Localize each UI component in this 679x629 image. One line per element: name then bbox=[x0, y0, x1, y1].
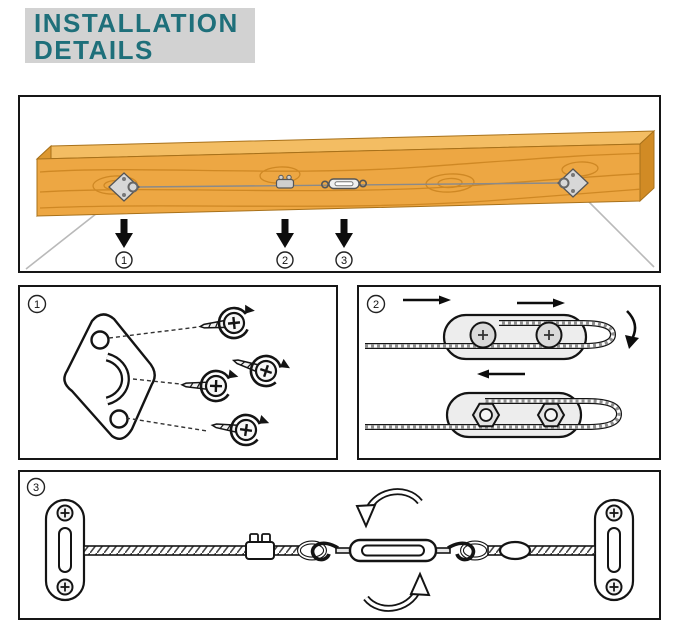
step-3-callout: 3 bbox=[341, 255, 347, 267]
duplex-clip-clamped bbox=[365, 391, 623, 439]
hex-nuts bbox=[471, 402, 566, 428]
clip-bolts-top-view bbox=[469, 321, 563, 349]
wooden-beam bbox=[35, 129, 656, 218]
right-arrow-icon bbox=[517, 298, 565, 308]
pad-eye-plate bbox=[63, 313, 156, 440]
assembly-turnbuckle bbox=[335, 538, 451, 563]
screw-with-rotation-arrow bbox=[197, 302, 259, 341]
title-line-1: INSTALLATION bbox=[34, 8, 239, 38]
overview-panel: 1 2 3 bbox=[18, 95, 661, 273]
step1-illustration: 1 bbox=[27, 294, 294, 450]
step2-panel: 2 bbox=[357, 285, 661, 460]
step-1-callout: 1 bbox=[121, 255, 127, 267]
right-cable-eye-and-hook bbox=[447, 540, 490, 562]
step2-number: 2 bbox=[373, 299, 379, 311]
rotation-arrow-top bbox=[355, 488, 423, 529]
assembly-wire-clip bbox=[245, 533, 275, 560]
step3-panel: 3 bbox=[18, 470, 661, 620]
wire-rope-right bbox=[487, 545, 596, 556]
step-2-callout: 2 bbox=[282, 255, 288, 267]
ferrule-sleeve bbox=[498, 540, 532, 561]
step3-illustration: 3 bbox=[26, 477, 635, 612]
right-anchor-plate bbox=[593, 498, 635, 602]
screw-with-rotation-arrow bbox=[209, 409, 272, 450]
overview-right-pad-eye bbox=[557, 168, 589, 198]
callout-arrows bbox=[115, 219, 353, 248]
duplex-clip-threading bbox=[365, 295, 639, 379]
cable-loop bbox=[365, 398, 623, 430]
wood-grain bbox=[39, 152, 640, 209]
page-title: INSTALLATION DETAILS bbox=[25, 8, 255, 65]
overview-illustration: 1 2 3 bbox=[25, 129, 656, 270]
overview-turnbuckle bbox=[320, 178, 367, 190]
step2-illustration: 2 bbox=[365, 294, 639, 439]
overview-wire-clip bbox=[275, 174, 295, 189]
step1-panel: 1 bbox=[18, 285, 338, 460]
right-arrow-icon bbox=[403, 295, 451, 305]
hook-icon bbox=[310, 541, 339, 562]
wire-rope-left bbox=[83, 545, 247, 556]
down-arrow-icon bbox=[115, 219, 133, 248]
rotation-arrow-bottom bbox=[363, 571, 431, 612]
step3-number: 3 bbox=[33, 482, 39, 494]
left-cable-eye-and-hook bbox=[297, 540, 339, 562]
step1-number: 1 bbox=[34, 299, 40, 311]
screw-with-rotation-arrow bbox=[180, 367, 240, 404]
curved-arrow-icon bbox=[625, 310, 639, 349]
left-arrow-icon bbox=[477, 369, 525, 379]
step-callouts: 1 2 3 bbox=[115, 251, 353, 269]
screw-with-rotation-arrow bbox=[229, 348, 294, 394]
cable-loop bbox=[365, 320, 617, 349]
wire-rope-left-tail bbox=[273, 545, 301, 556]
down-arrow-icon bbox=[276, 219, 294, 248]
hook-icon bbox=[447, 541, 476, 562]
left-anchor-plate bbox=[44, 498, 86, 602]
down-arrow-icon bbox=[335, 219, 353, 248]
threading-direction-arrows bbox=[403, 295, 639, 379]
screw-hole-top bbox=[90, 330, 110, 350]
leader-lines bbox=[108, 326, 208, 432]
title-line-2: DETAILS bbox=[34, 35, 154, 65]
overview-left-pad-eye bbox=[108, 172, 140, 202]
screw-hole-bottom bbox=[109, 409, 129, 429]
